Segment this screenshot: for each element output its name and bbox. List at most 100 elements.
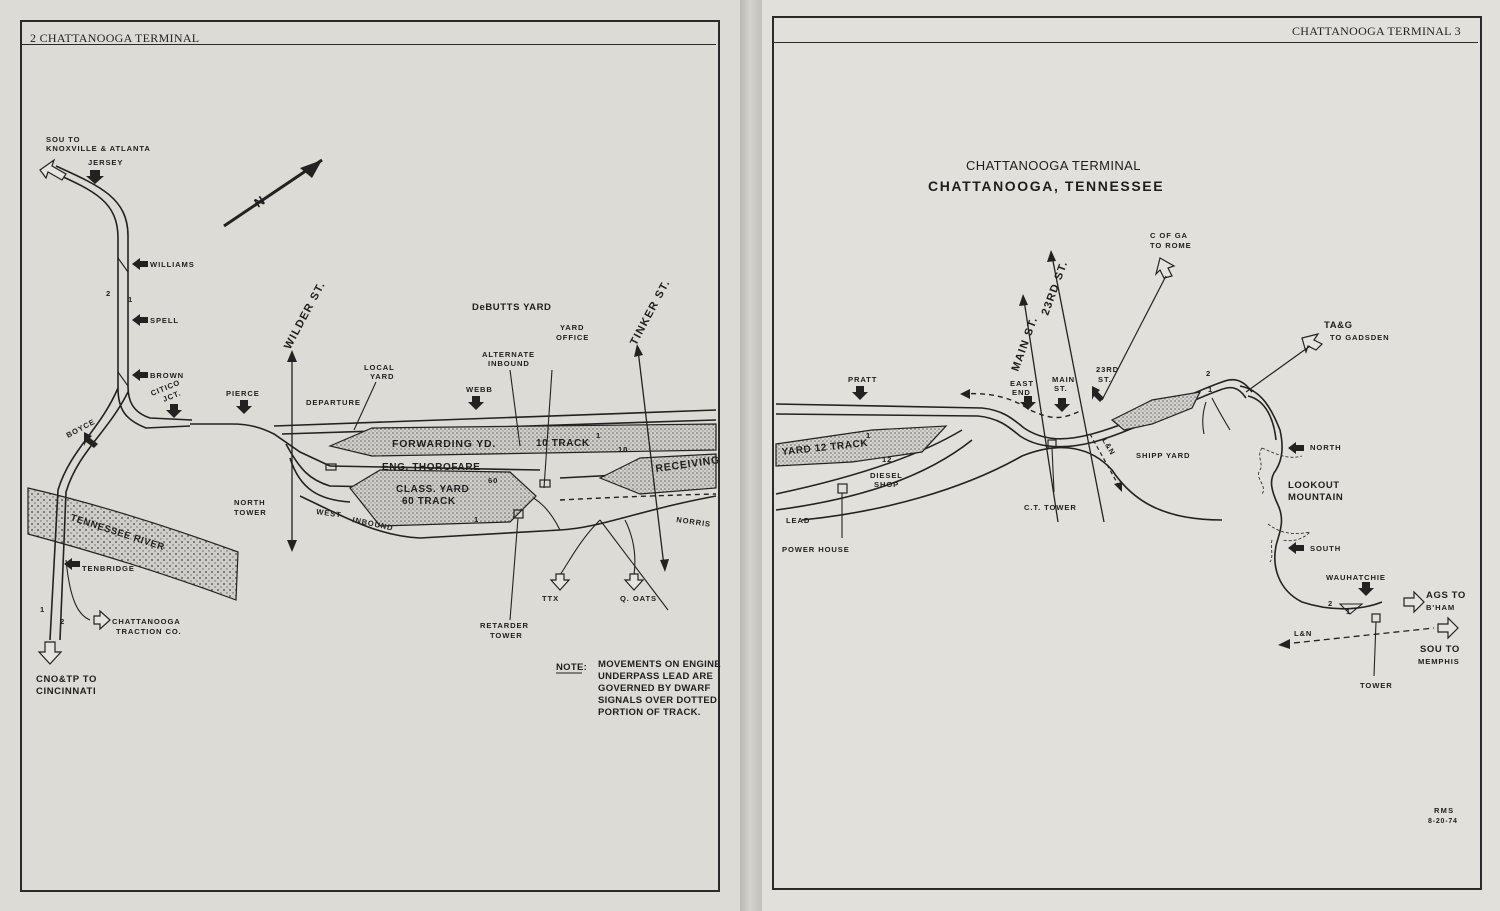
north-label: NORTH — [1310, 443, 1342, 452]
right-track-map: C OF GA TO ROME TA&G TO GADSDEN MAIN ST.… — [775, 231, 1466, 825]
note-line-1: MOVEMENTS ON ENGINE — [598, 659, 721, 670]
right-header-rule — [774, 42, 1478, 43]
wilder-st-label: WILDER ST. — [282, 279, 328, 351]
tower-label: TOWER — [1360, 681, 1393, 690]
signal-main-st-icon — [1054, 398, 1070, 412]
cnotp-arrow-icon — [37, 641, 63, 665]
23rd-signal-label-2: ST. — [1098, 375, 1112, 384]
brown-label: BROWN — [150, 371, 184, 380]
tag-label-2: TO GADSDEN — [1330, 333, 1390, 342]
class-60-label: 60 — [488, 476, 498, 485]
receiving-yard-body — [598, 453, 717, 495]
tinker-st-line — [634, 344, 669, 572]
north-arrow-icon: N — [223, 158, 323, 228]
traction-label-2: TRACTION CO. — [116, 627, 182, 636]
left-page-border — [20, 20, 720, 892]
wauhatchie-label: WAUHATCHIE — [1326, 573, 1386, 582]
cofga-arrow-icon — [1101, 257, 1176, 401]
track-2-right-label: 2 — [1206, 369, 1211, 378]
power-house-icon — [837, 483, 848, 494]
retarder-tower-label-1: RETARDER — [480, 621, 529, 630]
north-tower-label-2: TOWER — [234, 508, 267, 517]
east-end-label-2: END — [1012, 388, 1031, 397]
west-inbound-label-1: WEST — [316, 507, 343, 519]
sou-south-label-1: SOU TO — [1420, 644, 1460, 655]
ten-track-1-label: 1 — [596, 431, 601, 440]
signal-pierce-icon — [236, 400, 252, 414]
sou-north-label-1: SOU TO — [46, 135, 80, 144]
tag-label-1: TA&G — [1324, 320, 1353, 331]
23rd-st-line — [1047, 250, 1105, 523]
note-line-5: PORTION OF TRACK. — [598, 707, 701, 718]
debutts-yard-label: DeBUTTS YARD — [472, 302, 552, 313]
cnotp-label-1: CNO&TP TO — [36, 674, 97, 685]
ags-arrow-icon — [1403, 590, 1425, 614]
cofga-label-2: TO ROME — [1150, 241, 1192, 250]
lead-label: LEAD — [786, 516, 810, 525]
right-page: CHATTANOOGA TERMINAL 3 CHATTANOOGA TERMI… — [762, 0, 1500, 911]
signal-citico-icon — [166, 404, 182, 418]
yard-office-label-1: YARD — [560, 323, 584, 332]
signal-north-icon — [1288, 442, 1304, 454]
retarder-tower-label-2: TOWER — [490, 631, 523, 640]
tinker-st-label: TINKER ST. — [628, 277, 673, 347]
right-page-border — [772, 16, 1482, 890]
signal-wauhatchie-icon — [1358, 582, 1374, 596]
track-1-south-label: 1 — [40, 605, 45, 614]
spell-label: SPELL — [150, 316, 179, 325]
ags-label-1: AGS TO — [1426, 590, 1466, 601]
diesel-shop-label-2: SHOP — [874, 480, 899, 489]
north-tower-label-1: NORTH — [234, 498, 266, 507]
23rd-signal-label-1: 23RD — [1096, 365, 1119, 374]
pratt-label: PRATT — [848, 375, 877, 384]
signal-spell-icon — [132, 314, 148, 326]
signal-south-icon — [1288, 542, 1304, 554]
wilder-st-line — [287, 350, 297, 552]
note-label: NOTE: — [556, 662, 587, 673]
main-st-label: MAIN ST. — [1010, 315, 1041, 373]
pierce-label: PIERCE — [226, 389, 260, 398]
local-yard-label-1: LOCAL — [364, 363, 395, 372]
class-1-label: 1 — [474, 515, 479, 524]
forwarding-yard-body — [328, 423, 717, 457]
left-track-map: N TENNESSEE RIVER — [27, 135, 721, 718]
main-st-signal-label-2: ST. — [1054, 384, 1068, 393]
signal-boyce-icon — [84, 432, 98, 448]
sou-south-arrow-icon — [1437, 616, 1459, 640]
east-end-label-1: EAST — [1010, 379, 1034, 388]
departure-label: DEPARTURE — [306, 398, 361, 407]
main-st-line — [1019, 294, 1059, 523]
credit-initials: RMS — [1434, 806, 1454, 815]
signal-tenbridge-icon — [64, 558, 80, 570]
wauhatchie-track-1-label: 1 — [1346, 607, 1351, 616]
signal-east-end-icon — [1020, 396, 1036, 410]
right-running-head: CHATTANOOGA TERMINAL 3 — [1292, 24, 1461, 38]
note-line-4: SIGNALS OVER DOTTED — [598, 695, 717, 706]
23rd-st-label: 23RD ST. — [1040, 259, 1071, 317]
local-yard-label-2: YARD — [370, 372, 394, 381]
signal-williams-icon — [132, 258, 148, 270]
sou-south-label-2: MEMPHIS — [1418, 657, 1460, 666]
lookout-mountain-outline — [1258, 447, 1312, 563]
lookout-label-2: MOUNTAIN — [1288, 492, 1343, 503]
tag-arrow-icon — [1245, 333, 1324, 393]
book-gutter — [740, 0, 762, 911]
norris-label: NORRIS — [676, 515, 712, 529]
left-header-rule — [22, 44, 716, 45]
track-1-right-label: 1 — [1208, 385, 1213, 394]
ten-track-10-label: 10 — [618, 445, 628, 454]
lookout-label-1: LOOKOUT — [1288, 480, 1340, 491]
signal-23rd-icon — [1092, 386, 1104, 402]
yard-12-body — [775, 425, 948, 467]
williams-label: WILLIAMS — [150, 260, 195, 269]
signal-webb-icon — [468, 396, 484, 410]
sou-north-arrow-icon — [39, 158, 67, 181]
yard-office-label-2: OFFICE — [556, 333, 589, 342]
webb-label: WEBB — [466, 385, 493, 394]
yard-12-track-1-label: 1 — [866, 431, 871, 440]
note-line-3: GOVERNED BY DWARF — [598, 683, 711, 694]
sou-north-label-2: KNOXVILLE & ATLANTA — [46, 144, 151, 153]
svg-text:N: N — [251, 193, 267, 211]
power-house-label: POWER HOUSE — [782, 545, 850, 554]
wauhatchie-track-2-label: 2 — [1328, 599, 1333, 608]
